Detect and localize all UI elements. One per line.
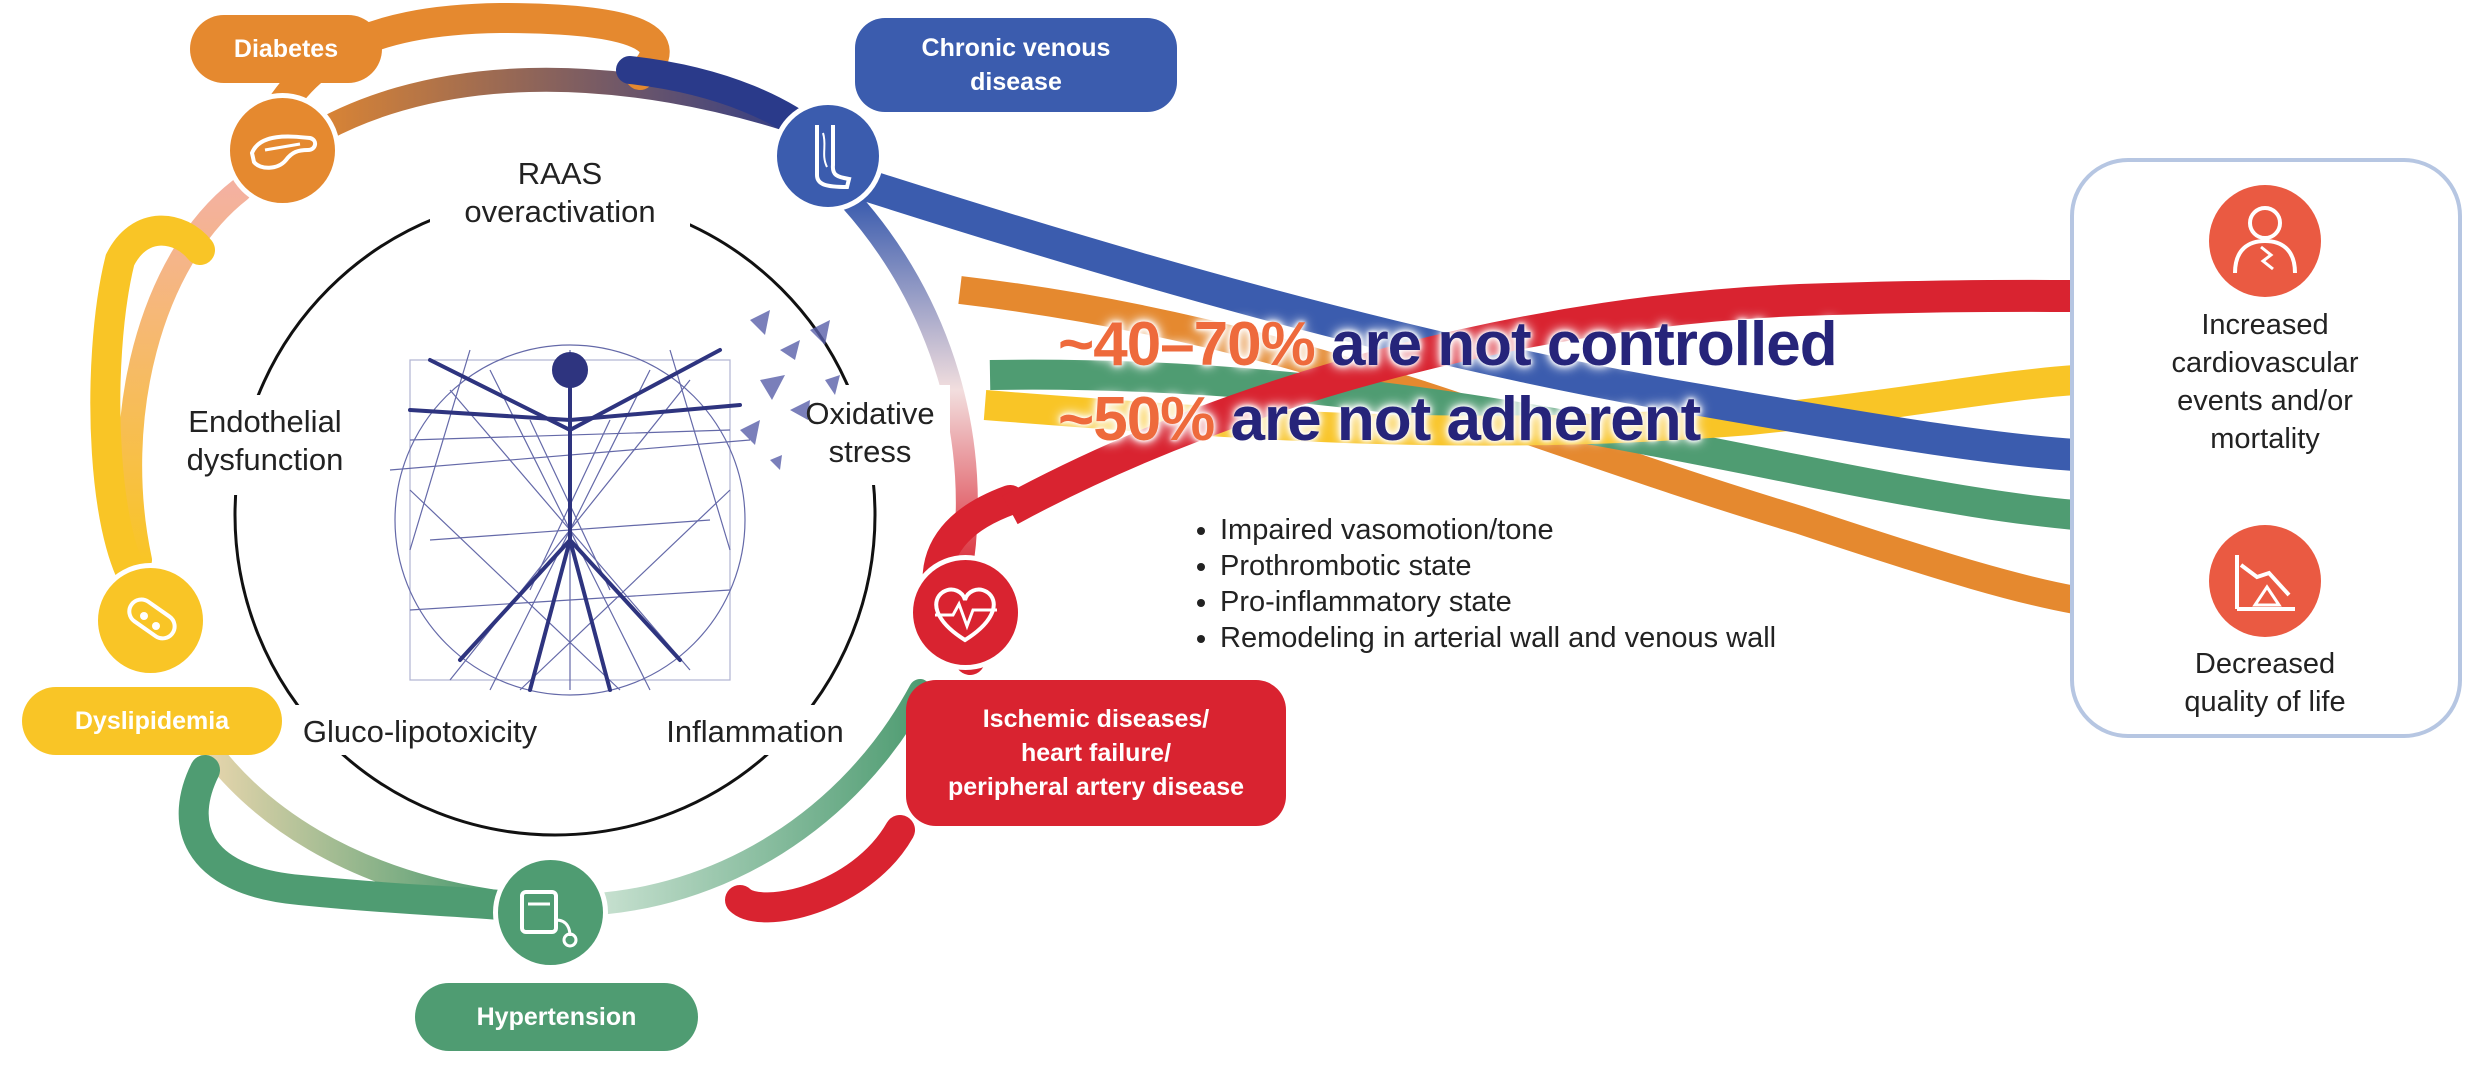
label-mask-bottom-left	[290, 705, 550, 755]
ischemic-diseases-label: Ischemic diseases/ heart failure/ periph…	[906, 680, 1286, 826]
endothelial-dysfunction-label: Endothelial dysfunction	[186, 404, 344, 477]
quality-outcome-text: Decreased quality of life	[2184, 648, 2346, 718]
not-controlled-stat: ~40–70% are not controlled	[1058, 310, 1838, 380]
ribbon-green	[989, 359, 2077, 530]
list-item: Prothrombotic state	[1220, 548, 1776, 584]
label-mask-raas	[430, 150, 690, 240]
venous-node	[772, 100, 884, 212]
dyslipidemia-label: Dyslipidemia	[22, 687, 282, 755]
loop-hypertension	[178, 755, 515, 920]
gluco-lipotoxicity-label: Gluco-lipotoxicity	[302, 714, 538, 749]
adherent-text: are not adherent	[1214, 385, 1702, 454]
hypertension-node	[493, 855, 608, 970]
dyslipidemia-node	[93, 563, 208, 678]
hypertension-label: Hypertension	[415, 983, 698, 1051]
ribbon-orange	[958, 276, 2078, 614]
artery-plaque-icon	[127, 597, 177, 641]
blood-pressure-monitor-icon	[520, 890, 578, 948]
list-item: Impaired vasomotion/tone	[1220, 512, 1776, 548]
label-mask-left	[170, 395, 350, 495]
loop-dyslipidemia	[90, 215, 215, 615]
label-mask-right	[790, 385, 950, 485]
declining-chart-warning-icon	[2235, 555, 2295, 611]
pancreas-icon	[249, 134, 317, 170]
cardio-outcome-text: Increased cardiovascular events and/or m…	[2171, 309, 2359, 455]
vitruvian-man-network-icon	[389, 310, 840, 696]
list-item: Remodeling in arterial wall and venous w…	[1220, 620, 1776, 656]
leg-veins-icon	[815, 125, 852, 190]
loop-ischemic-bottom	[725, 815, 915, 923]
diabetes-label: Diabetes	[190, 15, 382, 83]
ring-segment-dyslipidemia-diabetes	[118, 178, 252, 572]
adherent-percentage: ~50%	[1058, 385, 1215, 454]
oxidative-stress-label: Oxidative stress	[805, 396, 935, 469]
not-adherent-stat: ~50% are not adherent	[1058, 385, 1702, 455]
list-item: Pro-inflammatory state	[1220, 584, 1776, 620]
cardio-outcome-circle	[2209, 185, 2321, 297]
raas-label: RAAS overactivation	[464, 156, 656, 229]
ribbon-blue	[845, 164, 2077, 471]
ring-segment-ischemic-hypertension	[569, 679, 931, 916]
chest-pain-person-icon	[2233, 206, 2297, 274]
inflammation-label: Inflammation	[666, 714, 844, 749]
chronic-venous-disease-label: Chronic venous disease	[855, 18, 1177, 112]
diabetes-node	[225, 93, 340, 208]
mechanisms-list: Impaired vasomotion/tone Prothrombotic s…	[1180, 512, 1776, 656]
controlled-percentage: ~40–70%	[1058, 310, 1316, 379]
ischemic-node	[908, 555, 1023, 670]
heart-pulse-icon	[934, 587, 997, 643]
controlled-text: are not controlled	[1314, 310, 1838, 379]
ribbon-red	[1002, 279, 2076, 525]
quality-outcome-circle	[2209, 525, 2321, 637]
label-mask-bottom-right	[650, 705, 860, 755]
